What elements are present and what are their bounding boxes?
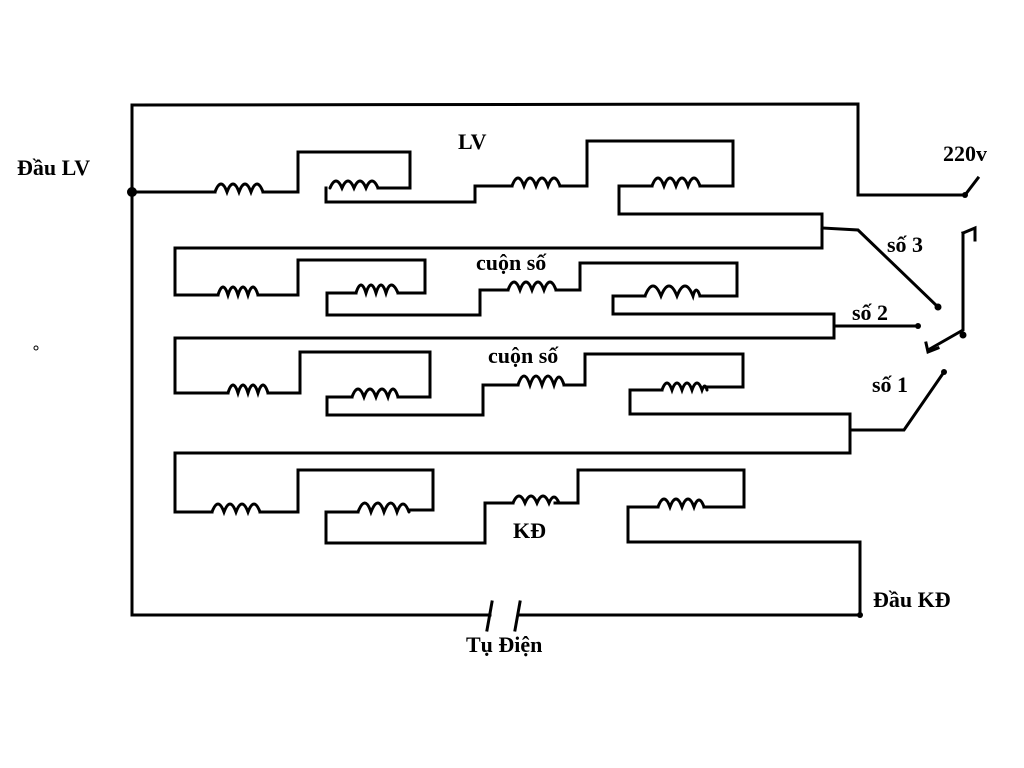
- capacitor-symbol: [485, 600, 522, 632]
- label-lv: LV: [458, 129, 487, 154]
- label-cuon-so-lower: cuộn số: [488, 343, 559, 368]
- lv-winding-row: [130, 139, 824, 297]
- speed-winding-row-2: [173, 350, 852, 514]
- stray-dot: [33, 345, 39, 351]
- lv-terminal-dot: [127, 187, 137, 197]
- label-so-3: số 3: [887, 232, 923, 257]
- label-tu-dien: Tụ Điện: [466, 632, 542, 657]
- label-220v: 220v: [943, 141, 987, 166]
- speed-selector-switch: [820, 175, 981, 432]
- label-so-1: số 1: [872, 372, 908, 397]
- outer-frame-wiring: [130, 102, 967, 617]
- label-so-2: số 2: [852, 300, 888, 325]
- kd-winding-row: [210, 468, 862, 545]
- label-dau-lv: Đầu LV: [17, 155, 90, 180]
- kd-terminal-dot: [857, 612, 863, 618]
- label-kd: KĐ: [513, 518, 546, 543]
- speed-winding-row-1: [173, 258, 836, 395]
- label-dau-kd: Đầu KĐ: [873, 587, 951, 612]
- label-cuon-so-upper: cuộn số: [476, 250, 547, 275]
